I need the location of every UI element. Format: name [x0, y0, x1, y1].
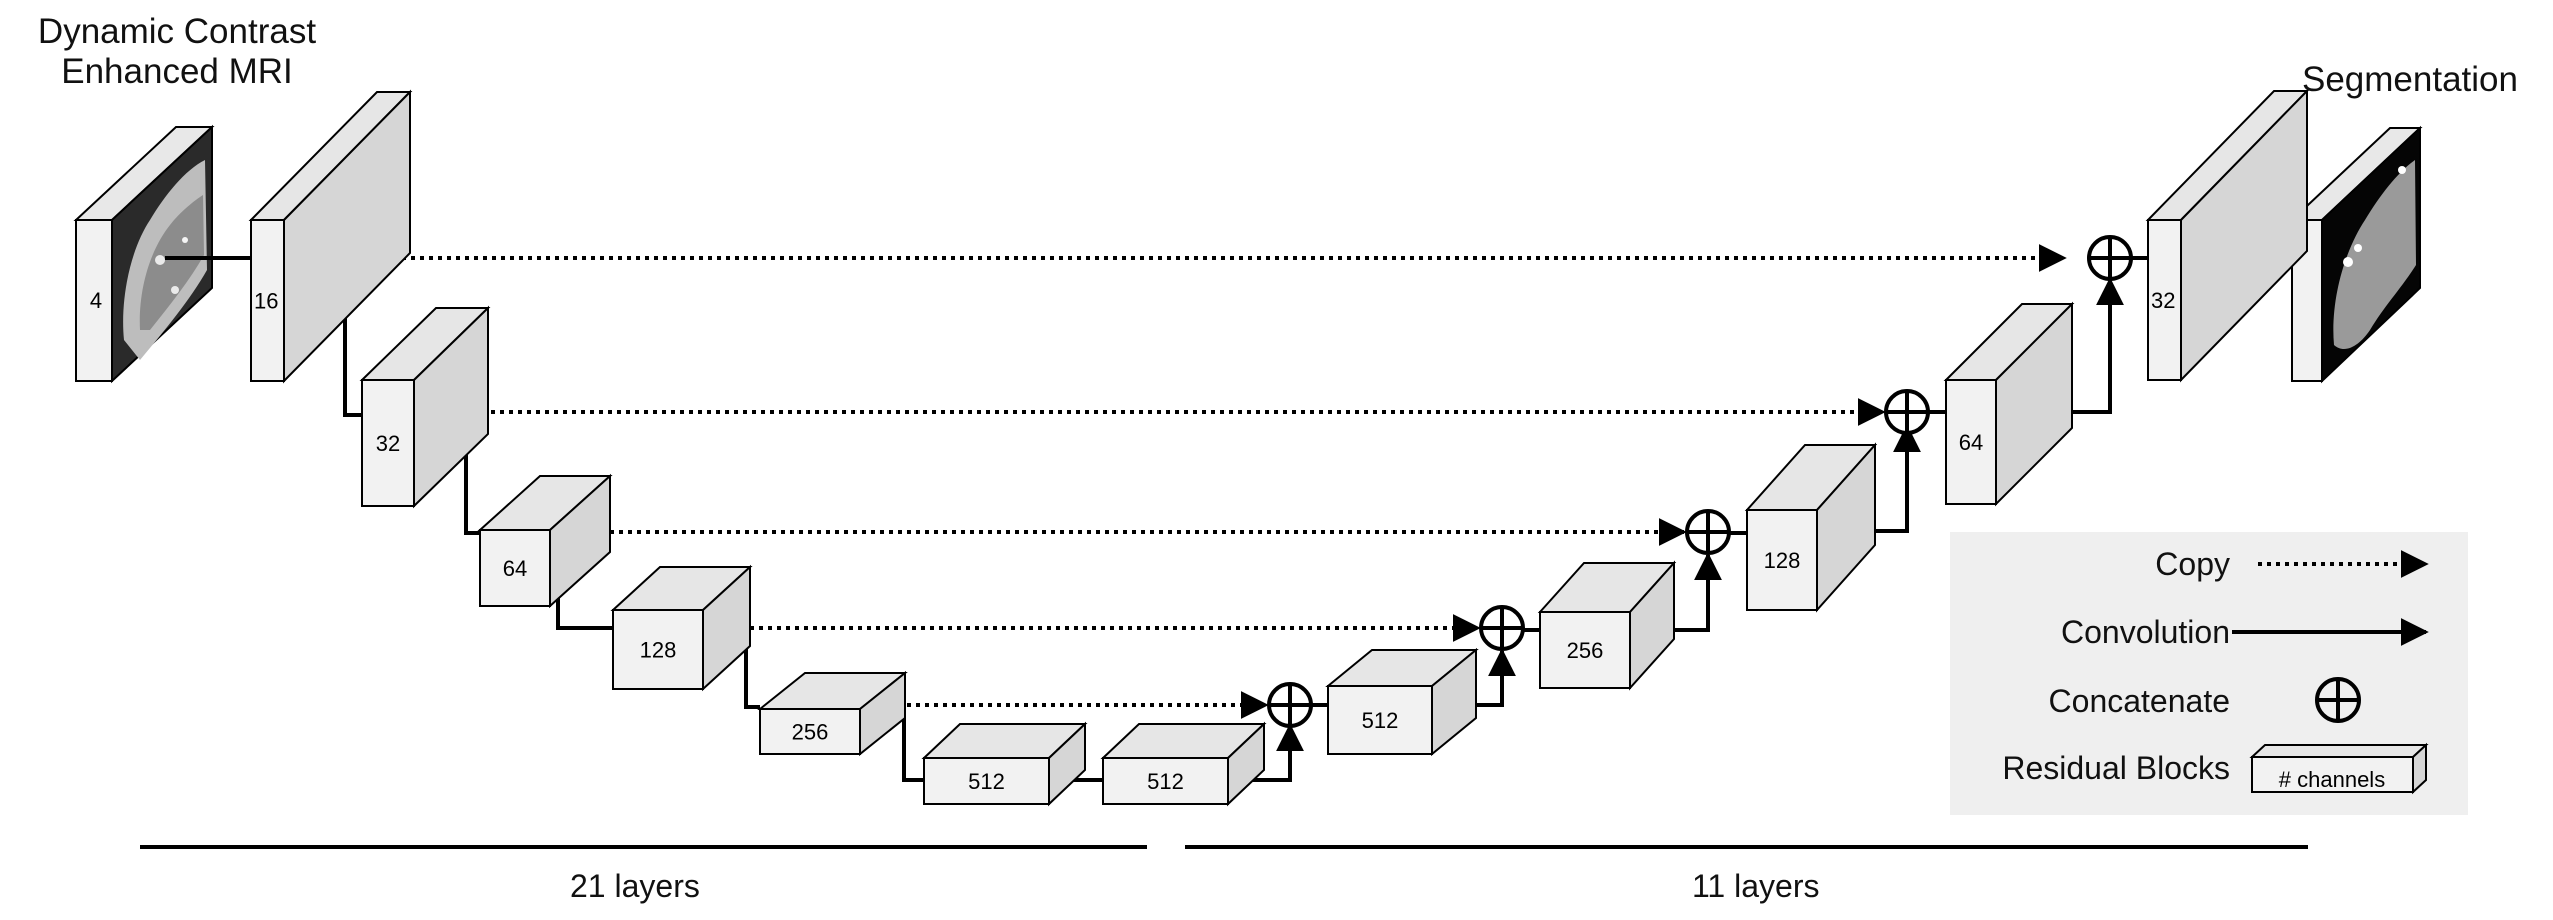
block-channels-label: 256 [792, 720, 829, 745]
input-channels-label: 4 [90, 288, 102, 313]
block-channels-label: 512 [1362, 708, 1399, 733]
legend-concatenate-label: Concatenate [2048, 683, 2230, 719]
decoder-layers-label: 11 layers [1692, 868, 1820, 904]
block-front-face [1539, 611, 1631, 689]
encoder-layers-label: 21 layers [570, 868, 700, 904]
block-channels-label: 256 [1567, 638, 1604, 663]
block-channels-label: 128 [640, 638, 677, 663]
block-channels-label: 64 [503, 556, 527, 581]
block-channels-label: 128 [1764, 548, 1801, 573]
residual-block-enc1: 16 [248, 89, 413, 384]
input-mri-volume: 4 [73, 124, 215, 384]
residual-block-enc5: 256 [757, 670, 908, 757]
legend-residual-label: Residual Blocks [2002, 750, 2230, 786]
output-title: Segmentation [2302, 60, 2518, 99]
legend-channels-text: # channels [2279, 767, 2385, 792]
block-front-face [1327, 685, 1433, 755]
legend-copy-label: Copy [2155, 546, 2230, 582]
residual-block-enc3: 64 [477, 473, 613, 609]
residual-block-bottleneck: 512 [1100, 721, 1267, 807]
legend-convolution-label: Convolution [2061, 614, 2230, 650]
block-front-face [2147, 219, 2182, 381]
legend: # channels [1950, 532, 2468, 815]
block-front-face [923, 757, 1050, 805]
input-block-front [75, 219, 113, 382]
block-front-face [1102, 757, 1229, 805]
residual-block-enc2: 32 [359, 305, 491, 509]
legend-concatenate-icon [2315, 677, 2361, 723]
input-title-line2: Enhanced MRI [61, 52, 293, 91]
residual-block-dec4: 64 [1943, 301, 2075, 507]
block-front-face [250, 219, 285, 382]
concatenate-node [1685, 509, 1731, 555]
legend-residual-block-icon: # channels [2249, 742, 2429, 795]
block-front-face [612, 609, 704, 690]
residual-block-dec3: 128 [1744, 442, 1878, 613]
input-title-line1: Dynamic Contrast [37, 12, 317, 51]
concatenate-node [1267, 682, 1313, 728]
residual-block-enc6: 512 [921, 721, 1088, 807]
block-front-face [759, 708, 861, 755]
connectors [165, 235, 2290, 782]
block-channels-label: 512 [1147, 769, 1184, 794]
block-channels-label: 64 [1959, 430, 1983, 455]
residual-block-dec2: 256 [1537, 560, 1677, 691]
block-front-face [1945, 379, 1997, 505]
input-title: Dynamic Contrast Enhanced MRI [2, 12, 352, 92]
block-channels-label: 16 [254, 289, 278, 314]
residual-blocks: 16 32 64 128 256 512 512 512 256 128 64 32 [248, 88, 2310, 807]
output-segmentation-volume [2289, 125, 2423, 384]
block-front-face [1746, 509, 1818, 611]
residual-block-enc4: 128 [610, 564, 753, 692]
block-channels-label: 32 [376, 431, 400, 456]
convolution-connector [1248, 723, 1304, 782]
residual-block-dec5: 32 [2145, 88, 2310, 383]
block-channels-label: 512 [968, 769, 1005, 794]
residual-block-dec1: 512 [1325, 647, 1479, 757]
concatenate-node [1884, 389, 1930, 435]
block-front-face [479, 529, 551, 607]
block-front-face [361, 379, 415, 507]
concatenate-node [2087, 235, 2133, 281]
concatenate-node [1479, 605, 1525, 651]
block-channels-label: 32 [2151, 288, 2175, 313]
